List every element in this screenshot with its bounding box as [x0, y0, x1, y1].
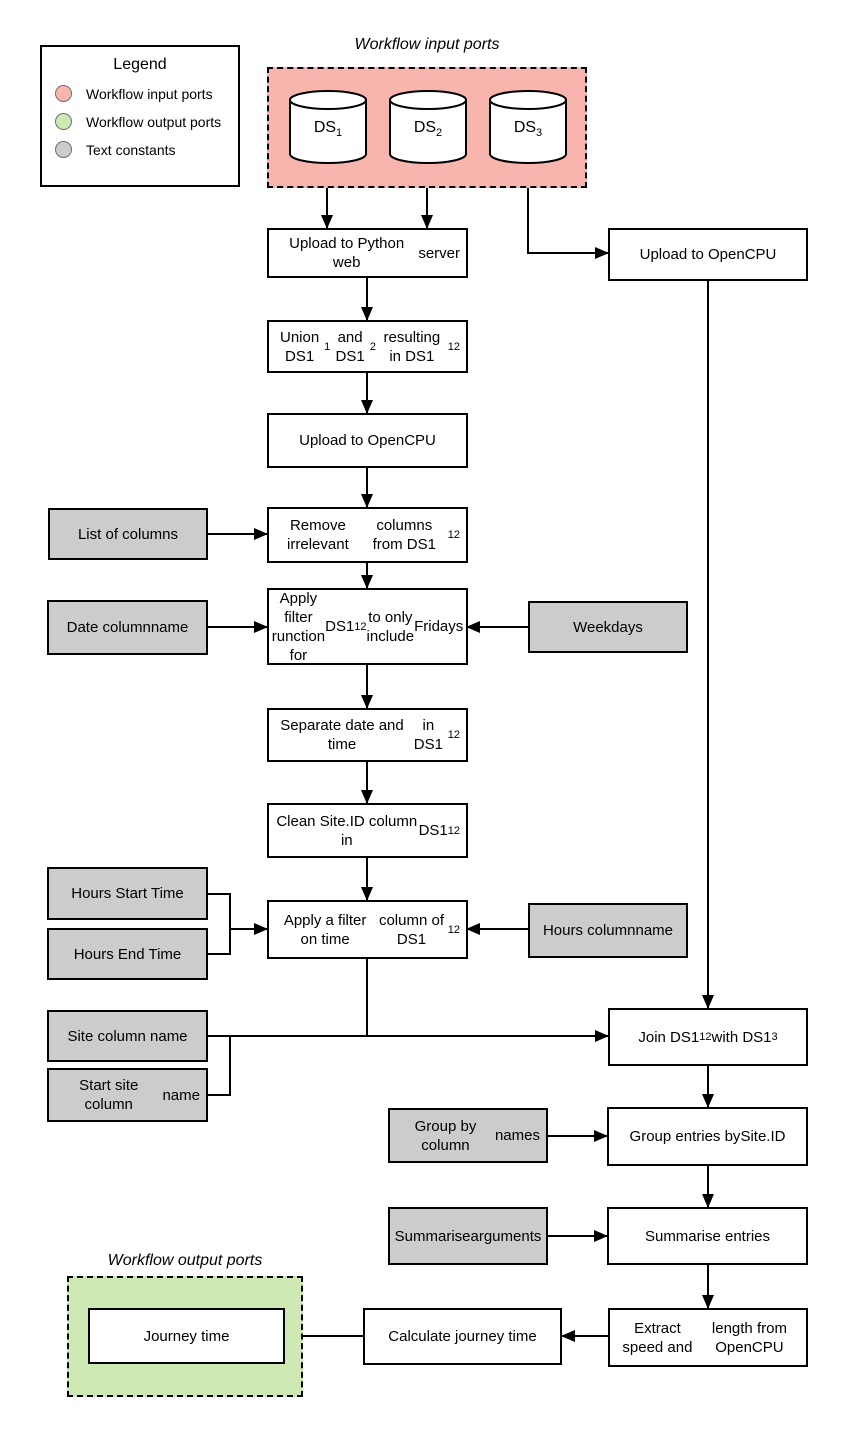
legend-swatch-input-ports [55, 85, 72, 102]
legend-label-input-ports: Workflow input ports [86, 85, 213, 102]
constant-hours-end-time: Hours End Time [47, 928, 208, 980]
node-journey-time-output: Journey time [88, 1308, 285, 1364]
legend-item-output-ports: Workflow output ports [55, 113, 238, 130]
constant-hours-start-time: Hours Start Time [47, 867, 208, 920]
legend-swatch-text-constants [55, 141, 72, 158]
connector-start-site-bracket [208, 1036, 231, 1096]
legend-item-input-ports: Workflow input ports [55, 85, 238, 102]
legend-item-text-constants: Text constants [55, 141, 238, 158]
legend: Legend Workflow input ports Workflow out… [40, 45, 240, 187]
input-ports-label: Workflow input ports [354, 36, 500, 53]
legend-title: Legend [113, 56, 167, 73]
datastore-ds1-label: DS1 [313, 119, 343, 140]
database-cylinder-icon [489, 90, 567, 164]
datastore-ds3-label: DS3 [513, 119, 543, 140]
node-calculate-journey-time: Calculate journey time [363, 1308, 562, 1365]
database-cylinder-icon [289, 90, 367, 164]
node-upload-opencpu-right: Upload to OpenCPU [608, 228, 808, 281]
constant-weekdays: Weekdays [528, 601, 688, 653]
node-upload-opencpu-mid: Upload to OpenCPU [267, 413, 468, 468]
datastore-ds1: DS1 [288, 88, 368, 165]
node-summarise-entries: Summarise entries [607, 1207, 808, 1265]
output-ports-label: Workflow output ports [107, 1252, 263, 1269]
datastore-ds3: DS3 [488, 88, 568, 165]
database-cylinder-icon [389, 90, 467, 164]
legend-label-text-constants: Text constants [86, 141, 176, 158]
datastore-ds2: DS2 [388, 88, 468, 165]
constant-site-column-name: Site column name [47, 1010, 208, 1062]
connector-hours-bracket [208, 893, 231, 955]
constant-list-of-columns: List of columns [48, 508, 208, 560]
legend-swatch-output-ports [55, 113, 72, 130]
datastore-ds2-label: DS2 [413, 119, 443, 140]
legend-label-output-ports: Workflow output ports [86, 113, 222, 130]
